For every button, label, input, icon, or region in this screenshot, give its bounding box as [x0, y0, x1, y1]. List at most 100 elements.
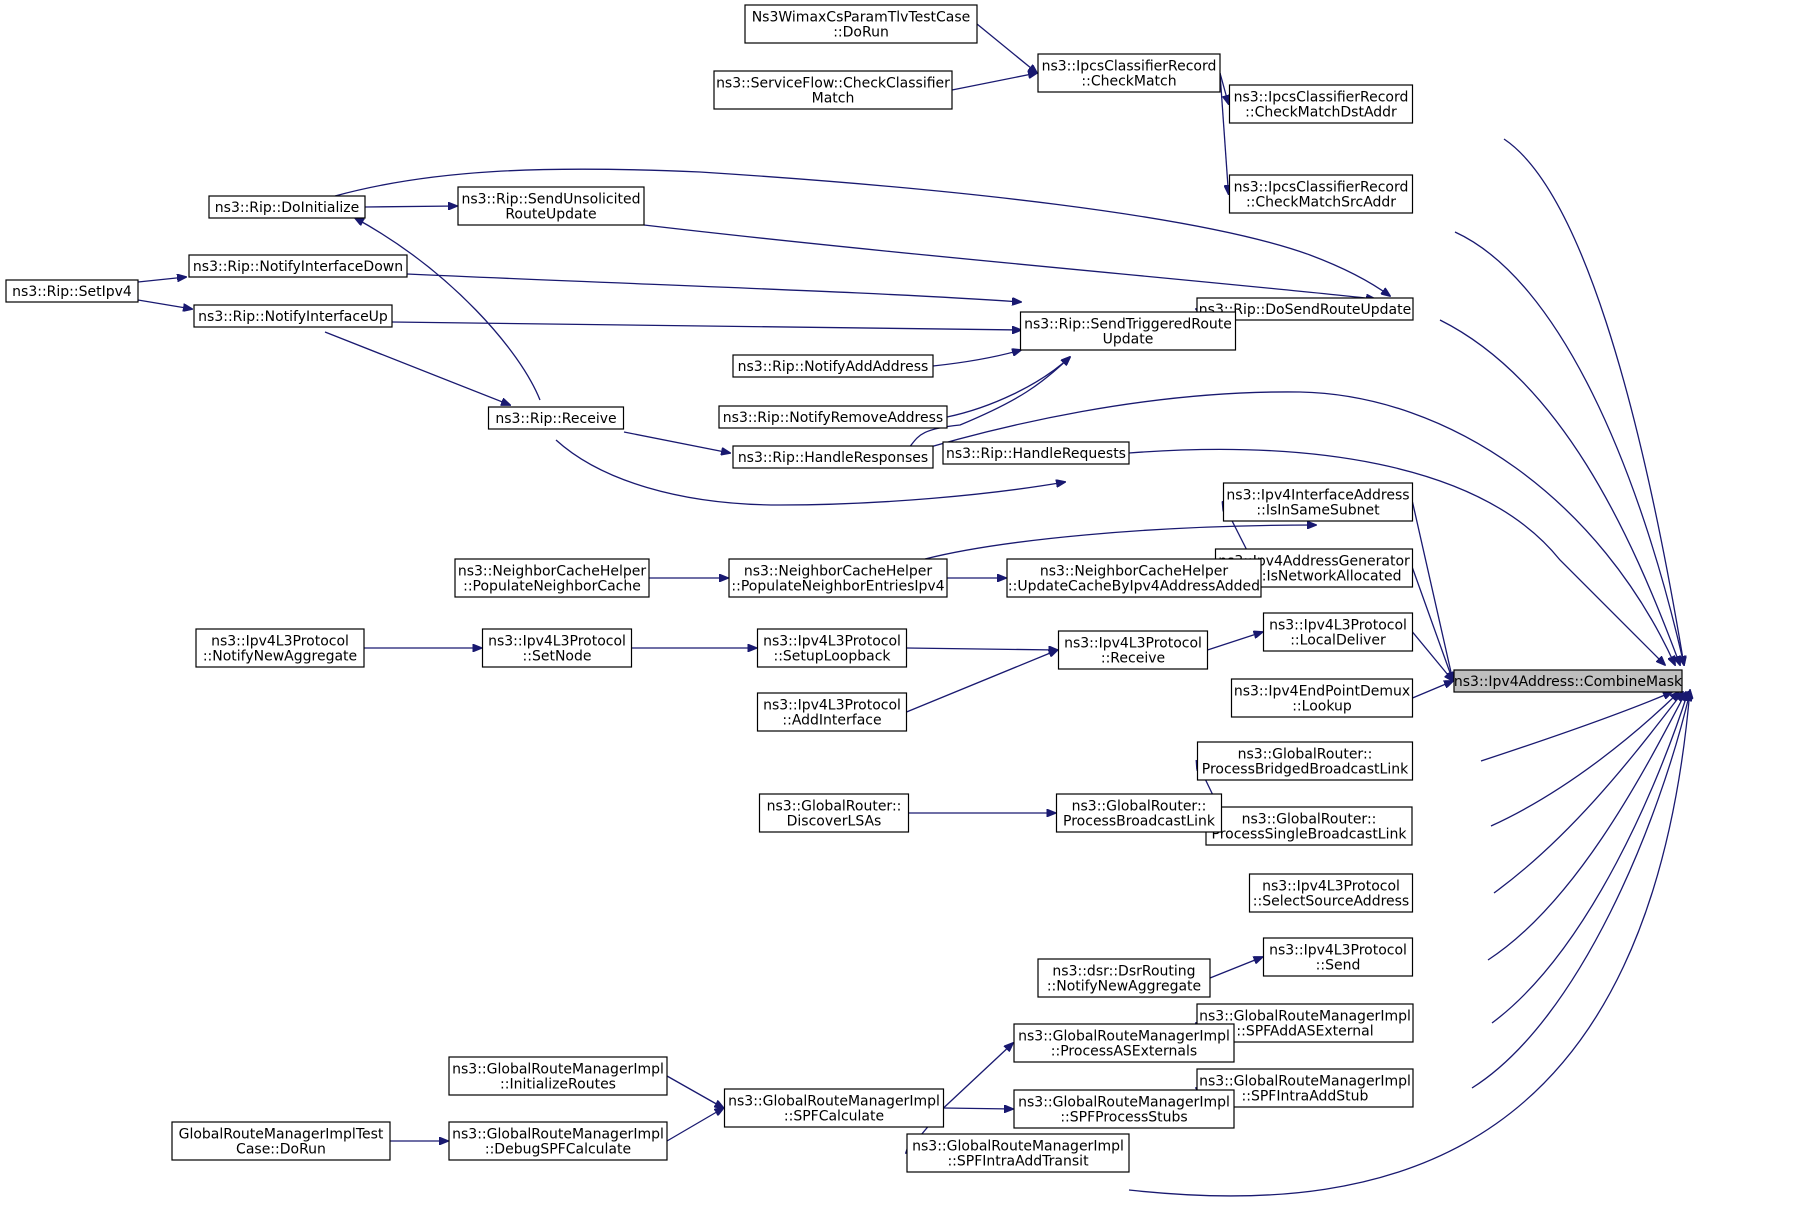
node-label-line: ns3::Rip::DoInitialize — [215, 200, 359, 216]
node-ipv4l3protocol-notifynewaggregate[interactable]: ns3::Ipv4L3Protocol::NotifyNewAggregate — [195, 628, 365, 668]
node-label-line: ns3::dsr::DsrRouting — [1052, 964, 1195, 980]
node-ipcsclassifierrecord-checkmatchsrcaddr[interactable]: ns3::IpcsClassifierRecord::CheckMatchSrc… — [1228, 174, 1414, 214]
node-ipv4endpointdemux-lookup[interactable]: ns3::Ipv4EndPointDemux::Lookup — [1230, 678, 1414, 718]
node-ipv4l3protocol-setnode[interactable]: ns3::Ipv4L3Protocol::SetNode — [481, 628, 633, 668]
node-label-line: ns3::GlobalRouteManagerImpl — [1018, 1095, 1230, 1111]
node-rip-doinitialize[interactable]: ns3::Rip::DoInitialize — [208, 195, 366, 219]
node-neighborcachehelper-populateneighborcache[interactable]: ns3::NeighborCacheHelper::PopulateNeighb… — [454, 558, 650, 598]
node-label-line: ns3::Rip::HandleRequests — [946, 446, 1126, 462]
node-globalroutemanagerimpl-debugspfcalculate[interactable]: ns3::GlobalRouteManagerImpl::DebugSPFCal… — [448, 1121, 668, 1161]
node-label-line: ::DoRun — [833, 25, 889, 41]
node-globalrouter-processbridgedbroadcastlink[interactable]: ns3::GlobalRouter::ProcessBridgedBroadca… — [1196, 741, 1414, 781]
edge-handleresp-to-trig — [899, 357, 1070, 458]
node-label-line: ns3::Ipv4Address::CombineMask — [1454, 674, 1683, 690]
node-ipv4interfaceaddress-isinsamesubnet[interactable]: ns3::Ipv4InterfaceAddress::IsInSameSubne… — [1222, 482, 1414, 522]
node-rip-handleresponses[interactable]: ns3::Rip::HandleResponses — [732, 445, 934, 469]
node-box — [732, 445, 934, 469]
node-label-line: ns3::GlobalRouter:: — [767, 799, 902, 815]
node-box — [1262, 937, 1414, 977]
node-rip-dosendrouteupdate[interactable]: ns3::Rip::DoSendRouteUpdate — [1196, 297, 1414, 321]
node-rip-handlerequests[interactable]: ns3::Rip::HandleRequests — [942, 441, 1130, 465]
edge-handleresp-to-combine — [899, 391, 1675, 665]
node-rip-receive[interactable]: ns3::Rip::Receive — [487, 406, 625, 430]
node-ipv4l3protocol-localdeliver[interactable]: ns3::Ipv4L3Protocol::LocalDeliver — [1262, 612, 1414, 652]
node-box — [448, 1056, 668, 1096]
node-label-line: ns3::Ipv4L3Protocol — [1269, 943, 1407, 959]
node-box — [1196, 297, 1414, 321]
node-ipv4l3protocol-selectsourceaddress[interactable]: ns3::Ipv4L3Protocol::SelectSourceAddress — [1248, 873, 1414, 913]
node-label-line: ns3::Ipv4L3Protocol — [763, 698, 901, 714]
edge-setipv4-to-ifup — [137, 299, 192, 309]
node-label-line: ::Receive — [1101, 651, 1165, 667]
edge-issame-to-combine — [1411, 501, 1454, 681]
node-globalroutemanagerimpl-spfintraaddtransit[interactable]: ns3::GlobalRouteManagerImpl::SPFIntraAdd… — [906, 1133, 1130, 1173]
node-neighborcachehelper-updatecachebyipv4addressadded[interactable]: ns3::NeighborCacheHelper::UpdateCacheByI… — [1006, 558, 1262, 598]
node-label-line: ns3::Rip::Receive — [495, 411, 616, 427]
node-box — [1055, 793, 1223, 833]
node-globalroutemanagerimpl-initializeroutes[interactable]: ns3::GlobalRouteManagerImpl::InitializeR… — [448, 1056, 668, 1096]
edge-doinit-to-unsol — [364, 206, 457, 207]
node-label-line: ns3::GlobalRouteManagerImpl — [1018, 1029, 1230, 1045]
node-label-line: ::SetNode — [523, 649, 592, 665]
node-label-line: ns3::Rip::SetIpv4 — [12, 284, 132, 300]
node-label-line: ns3::Rip::NotifyInterfaceDown — [193, 259, 403, 275]
node-neighborcachehelper-populateneighborentriesipv4[interactable]: ns3::NeighborCacheHelper::PopulateNeighb… — [728, 558, 948, 598]
node-dsrrouting-notifynewaggregate[interactable]: ns3::dsr::DsrRouting::NotifyNewAggregate — [1037, 958, 1211, 998]
node-label-line: Match — [812, 91, 855, 107]
node-globalroutemanagerimpl-spfcalculate[interactable]: ns3::GlobalRouteManagerImpl::SPFCalculat… — [723, 1088, 945, 1128]
node-rip-setipv4[interactable]: ns3::Rip::SetIpv4 — [5, 279, 139, 303]
node-ipcsclassifierrecord-checkmatchdstaddr[interactable]: ns3::IpcsClassifierRecord::CheckMatchDst… — [1228, 84, 1414, 124]
node-box — [1453, 669, 1683, 693]
node-ipv4l3protocol-send[interactable]: ns3::Ipv4L3Protocol::Send — [1262, 937, 1414, 977]
node-ipv4l3protocol-setuploopback[interactable]: ns3::Ipv4L3Protocol::SetupLoopback — [756, 628, 908, 668]
edge-initroutes-to-spfcalc — [666, 1075, 724, 1108]
node-globalrouter-processbroadcastlink[interactable]: ns3::GlobalRouter::ProcessBroadcastLink — [1055, 793, 1223, 833]
node-label-line: ns3::GlobalRouter:: — [1238, 747, 1373, 763]
node-rip-notifyinterfaceup[interactable]: ns3::Rip::NotifyInterfaceUp — [193, 304, 393, 328]
edge-popentries-to-issame — [924, 525, 1316, 560]
node-globalrouter-processsinglebroadcastlink[interactable]: ns3::GlobalRouter::ProcessSingleBroadcas… — [1205, 806, 1413, 846]
node-label-line: ::PopulateNeighborEntriesIpv4 — [731, 579, 944, 595]
node-label-line: ::LocalDeliver — [1290, 633, 1386, 649]
node-label-line: ::NotifyNewAggregate — [203, 649, 357, 665]
node-box — [1228, 84, 1414, 124]
node-label-line: ns3::GlobalRouteManagerImpl — [728, 1094, 940, 1110]
node-label-line: ::ProcessASExternals — [1051, 1044, 1197, 1060]
edge-remaddr-to-trig — [946, 357, 1070, 418]
node-label-line: Case::DoRun — [236, 1142, 326, 1158]
node-label-line: ns3::GlobalRouteManagerImpl — [1199, 1074, 1411, 1090]
node-box — [713, 70, 953, 110]
edge-addaddr-to-trig — [932, 350, 1021, 367]
node-globalrouter-discoverlsas[interactable]: ns3::GlobalRouter::DiscoverLSAs — [758, 793, 910, 833]
node-label-line: ns3::GlobalRouteManagerImpl — [452, 1062, 664, 1078]
edges-layer — [137, 23, 1690, 1197]
node-ipv4l3protocol-receive[interactable]: ns3::Ipv4L3Protocol::Receive — [1057, 630, 1209, 670]
edge-chksrc-to-combine — [1454, 231, 1684, 665]
node-rip-notifyinterfacedown[interactable]: ns3::Rip::NotifyInterfaceDown — [188, 254, 408, 278]
node-label-line: ProcessSingleBroadcastLink — [1212, 827, 1408, 843]
node-ipv4l3protocol-addinterface[interactable]: ns3::Ipv4L3Protocol::AddInterface — [756, 692, 908, 732]
node-ns3wimaxcsparamtlvtestcase-dorun[interactable]: Ns3WimaxCsParamTlvTestCase::DoRun — [744, 4, 978, 44]
node-label-line: ns3::GlobalRouter:: — [1072, 799, 1207, 815]
node-globalroutemanagerimpl-processasexternals[interactable]: ns3::GlobalRouteManagerImpl::ProcessASEx… — [1013, 1023, 1235, 1063]
edge-dsr-to-send — [1209, 957, 1263, 979]
node-ipcsclassifierrecord-checkmatch[interactable]: ns3::IpcsClassifierRecord::CheckMatch — [1037, 53, 1221, 93]
node-label-line: ns3::Ipv4L3Protocol — [763, 634, 901, 650]
edge-isnet-to-combine — [1411, 567, 1454, 681]
node-label-line: ns3::ServiceFlow::CheckClassifier — [716, 76, 950, 92]
node-ipv4address-combinemask[interactable]: ns3::Ipv4Address::CombineMask — [1453, 669, 1683, 693]
node-rip-notifyremoveaddress[interactable]: ns3::Rip::NotifyRemoveAddress — [718, 405, 948, 429]
node-box — [457, 186, 645, 226]
node-globalroutemanagerimpl-spfprocessstubs[interactable]: ns3::GlobalRouteManagerImpl::SPFProcessS… — [1013, 1089, 1235, 1129]
node-box — [1037, 958, 1211, 998]
node-label-line: ns3::GlobalRouteManagerImpl — [452, 1127, 664, 1143]
edge-spftransit-to-combine — [1128, 690, 1690, 1197]
node-label-line: ProcessBridgedBroadcastLink — [1202, 762, 1409, 778]
edge-ripreceive-to-handlereq — [555, 439, 1065, 506]
node-label-line: ns3::Ipv4L3Protocol — [211, 634, 349, 650]
node-rip-notifyaddaddress[interactable]: ns3::Rip::NotifyAddAddress — [732, 354, 934, 378]
